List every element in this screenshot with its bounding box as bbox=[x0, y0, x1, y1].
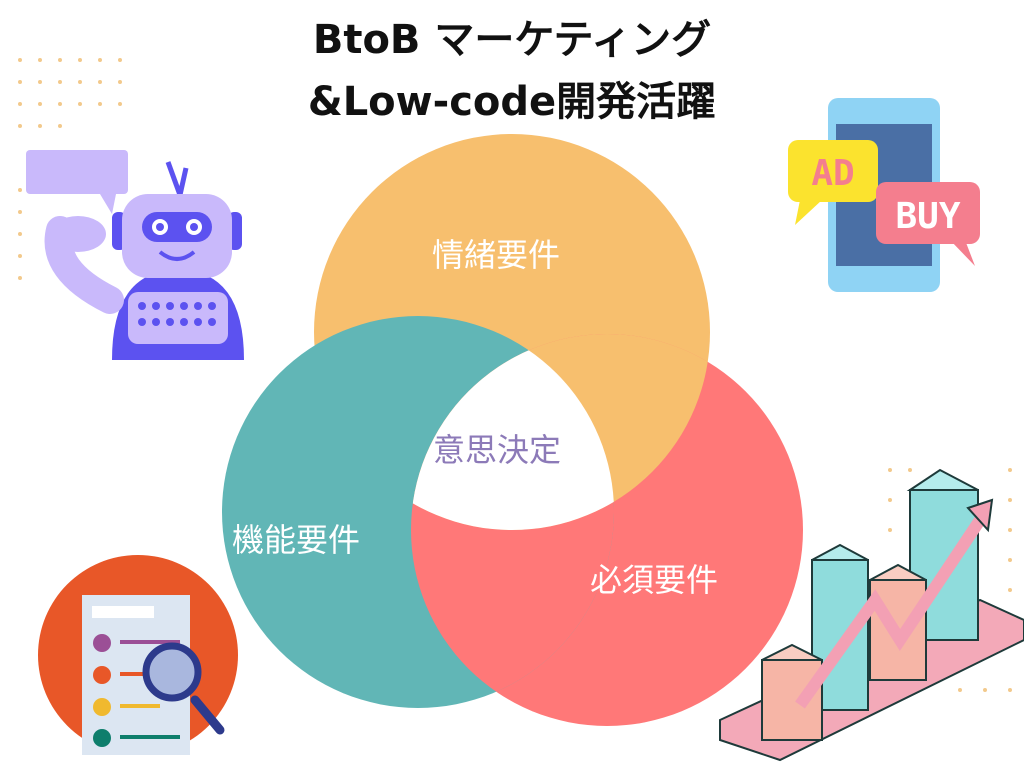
venn-label-top: 情緒要件 bbox=[432, 236, 561, 274]
buy-text: BUY bbox=[895, 196, 960, 237]
robot-illustration bbox=[26, 150, 244, 360]
title-line-1: BtoB マーケティング bbox=[312, 17, 712, 63]
ad-text: AD bbox=[811, 153, 854, 194]
document-search-illustration bbox=[38, 555, 238, 755]
venn-label-right: 必須要件 bbox=[590, 561, 719, 599]
title-line-2: &Low-code開発活躍 bbox=[307, 79, 717, 125]
dot-grid-decoration bbox=[18, 58, 1012, 692]
venn-label-left: 機能要件 bbox=[232, 521, 361, 559]
venn-label-center: 意思決定 bbox=[433, 431, 562, 469]
growth-chart-illustration bbox=[719, 468, 1024, 762]
phone-ad-illustration bbox=[788, 98, 980, 292]
